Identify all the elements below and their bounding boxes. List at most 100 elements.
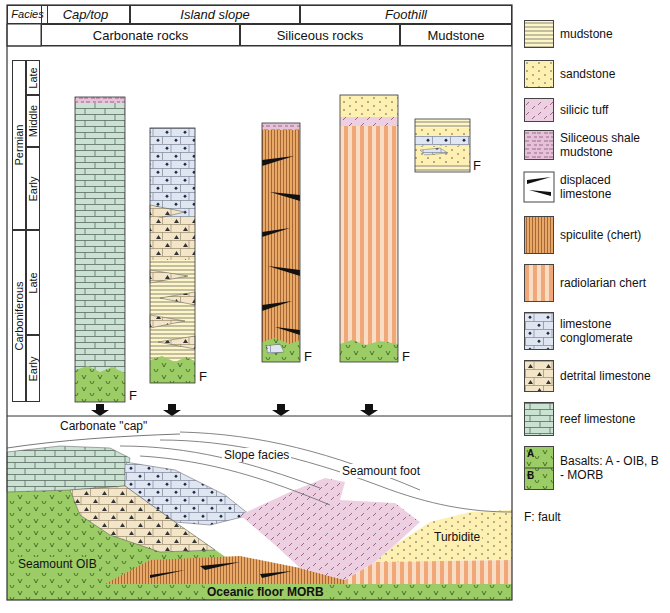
down-arrow <box>360 404 378 416</box>
time-scale-cell: Permian <box>12 60 26 230</box>
swatch-pattern <box>525 361 553 391</box>
swatch-pattern <box>525 403 553 435</box>
legend-text: Basalts: A - OIB, B - MORB <box>560 454 664 482</box>
basalt-layer <box>150 356 195 383</box>
fault-mark: F <box>129 389 137 403</box>
legend-text: radiolarian chert <box>560 276 664 290</box>
facies-heading: Island slope <box>180 7 249 22</box>
header-cell: Foothill <box>300 5 512 24</box>
sandstone-layer <box>340 95 398 117</box>
facies-heading: Cap/top <box>63 7 109 22</box>
legend-text: mudstone <box>560 27 664 41</box>
slope-line <box>120 446 320 488</box>
column-outline <box>415 119 470 172</box>
time-scale-cell: Late <box>26 60 40 95</box>
swatch-pattern <box>525 61 553 87</box>
legend-text: displaced limestone <box>560 173 664 201</box>
down-arrow <box>91 404 109 416</box>
section-rule <box>7 416 512 417</box>
sandstone-layer <box>415 146 470 165</box>
spiculite-layer <box>262 130 300 350</box>
swatch-pattern <box>525 21 553 47</box>
swatch-divider <box>525 468 553 469</box>
mudstone-layer <box>415 165 470 172</box>
fault-mark: F <box>304 350 312 364</box>
time-label: Carboniferous <box>14 281 25 350</box>
displaced-limestone <box>150 562 292 578</box>
legend-swatch <box>524 20 554 48</box>
radiolarian-chert <box>340 126 398 346</box>
basalt-layer <box>262 338 300 362</box>
swatch-pattern <box>525 217 553 253</box>
header-cell-outline <box>7 24 41 46</box>
legend-text: spiculite (chert) <box>560 228 664 242</box>
legend-sample <box>527 177 551 196</box>
cap-outline <box>7 434 180 448</box>
legend-swatch <box>524 216 554 254</box>
header-cell: Mudstone <box>400 24 512 46</box>
swatch-pattern <box>525 131 553 159</box>
shale-layer <box>75 97 125 103</box>
slope-line <box>160 440 512 512</box>
time-scale-cell: Carboniferous <box>12 230 26 402</box>
legend-swatch <box>524 130 554 160</box>
swatch-pattern <box>525 361 553 391</box>
legend-text: sandstone <box>560 67 664 81</box>
time-scale-cell: Early <box>26 335 40 402</box>
column-outline <box>150 128 195 383</box>
swatch-pattern <box>525 265 553 301</box>
slope-line <box>140 456 330 505</box>
header-cell: Carbonate rocks <box>41 24 240 46</box>
legend-swatch <box>524 60 554 88</box>
time-label: Early <box>28 356 39 381</box>
time-label: Permian <box>14 125 25 166</box>
legend-sample <box>524 172 554 202</box>
turbidite-fan <box>375 510 512 562</box>
frame <box>7 5 512 600</box>
facies-heading: Facies <box>11 7 43 22</box>
legend-text: reef limestone <box>560 412 664 426</box>
legend-text: limestone conglomerate <box>560 317 664 345</box>
basalt-layer <box>340 340 398 362</box>
section-label: Slope facies <box>222 448 291 462</box>
slope-line <box>180 432 420 490</box>
detrital-limestone <box>150 218 195 260</box>
mudstone-layer <box>150 260 195 362</box>
section-label: Turbidite <box>432 530 482 544</box>
time-label: Early <box>28 176 39 201</box>
swatch-pattern <box>525 447 553 489</box>
tuff-layer <box>340 117 398 126</box>
swatch-pattern <box>525 313 553 349</box>
time-scale-cell: Late <box>26 230 40 335</box>
facies-heading: Carbonate rocks <box>93 28 188 43</box>
time-scale-cell: Early <box>26 147 40 230</box>
section-label: Carbonate "cap" <box>58 419 149 433</box>
legend-swatch <box>524 360 554 392</box>
ocean-floor-basalt <box>7 584 512 600</box>
column-outline <box>75 97 125 402</box>
column-outline <box>340 95 398 362</box>
conglomerate-lens <box>266 344 284 354</box>
swatch-pattern <box>525 131 553 159</box>
header-cell: Cap/top <box>41 5 130 24</box>
time-scale-cell: Middle <box>26 95 40 147</box>
reef-limestone <box>75 103 125 374</box>
section-label: Seamount OIB <box>16 557 99 571</box>
time-label: Middle <box>28 105 39 137</box>
swatch-pattern <box>525 99 553 121</box>
legend-swatch <box>524 264 554 302</box>
legend-text: F: fault <box>524 510 561 524</box>
legend-text: Siliceous shale mudstone <box>560 131 664 159</box>
legend-swatch <box>524 312 554 350</box>
limestone-conglomerate <box>415 136 470 146</box>
mudstone-layer <box>415 119 470 128</box>
swatch-pattern <box>525 99 553 121</box>
facies-heading: Siliceous rocks <box>277 28 364 43</box>
legend-text: silicic tuff <box>560 103 664 117</box>
limestone-conglomerate <box>150 128 195 218</box>
reef-cap <box>7 446 130 492</box>
